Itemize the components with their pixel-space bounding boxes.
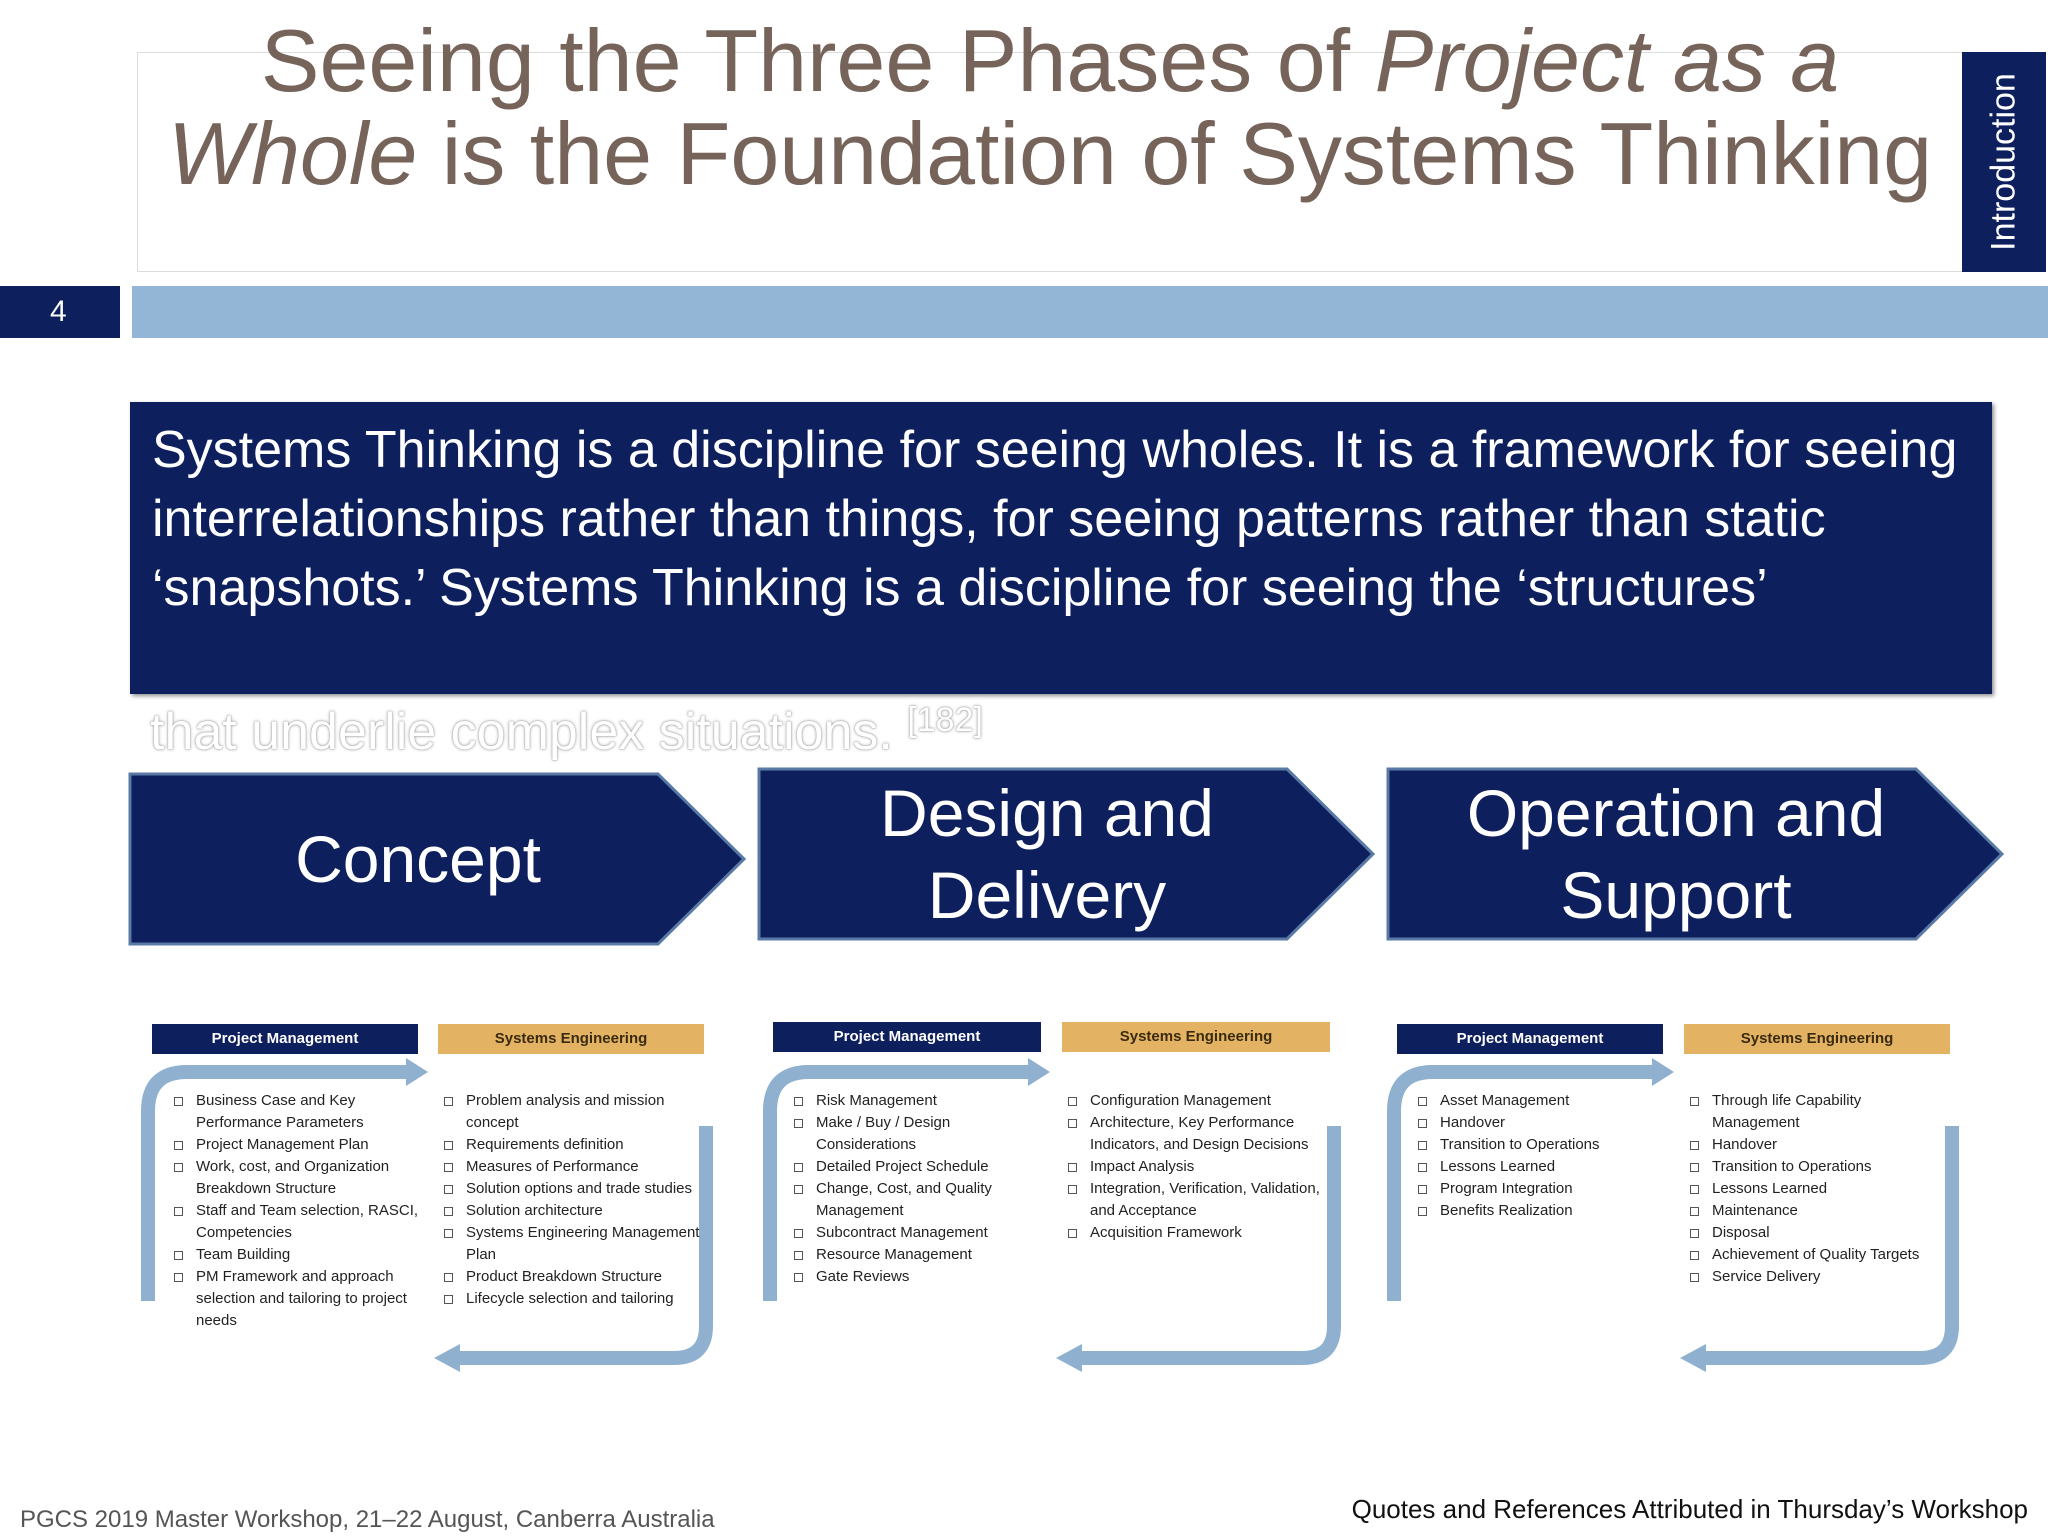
ops-flow-arrows: [1384, 1056, 1974, 1376]
list-item: Subcontract Management: [792, 1222, 1050, 1244]
list-item: Lessons Learned: [1416, 1156, 1674, 1178]
list-item: Business Case and Key Performance Parame…: [172, 1090, 422, 1134]
list-item: Requirements definition: [442, 1134, 704, 1156]
list-item: Lifecycle selection and tailoring: [442, 1288, 704, 1310]
list-item: Configuration Management: [1066, 1090, 1328, 1112]
title-text-2: is the Foundation of Systems Thinking: [417, 104, 1933, 203]
concept-flow-arrows: [138, 1056, 718, 1376]
footer-attribution: Quotes and References Attributed in Thur…: [1351, 1494, 2028, 1524]
page-number: 4: [0, 286, 120, 338]
slide-title: Seeing the Three Phases of Project as a W…: [160, 14, 1940, 200]
list-item: Measures of Performance: [442, 1156, 704, 1178]
flow-arrow-icon: [1387, 1058, 1959, 1372]
title-italic-2: Whole: [167, 104, 418, 203]
list-item: Systems Engineering Management Plan: [442, 1222, 704, 1266]
list-item: Make / Buy / Design Considerations: [792, 1112, 1050, 1156]
quote-reference: [182]: [907, 701, 983, 739]
title-frame: [137, 52, 1963, 272]
phase-label-concept: Concept: [295, 822, 541, 896]
list-item: Asset Management: [1416, 1090, 1674, 1112]
list-item: Architecture, Key Performance Indicators…: [1066, 1112, 1328, 1156]
chevron-shape: [757, 767, 1376, 941]
list-item: Risk Management: [792, 1090, 1050, 1112]
list-item: Transition to Operations: [1688, 1156, 1950, 1178]
ops-pm-header: Project Management: [1397, 1024, 1663, 1054]
list-item: Solution architecture: [442, 1200, 704, 1222]
list-item: Achievement of Quality Targets: [1688, 1244, 1950, 1266]
list-item: Handover: [1416, 1112, 1674, 1134]
list-item: Gate Reviews: [792, 1266, 1050, 1288]
phase-label-design: Design and Delivery: [880, 776, 1214, 932]
list-item: Disposal: [1688, 1222, 1950, 1244]
list-item: Project Management Plan: [172, 1134, 422, 1156]
title-italic-1: Project as a: [1374, 11, 1840, 110]
design-pm-header: Project Management: [773, 1022, 1041, 1052]
phase-operation-support: Operation and Support: [1386, 767, 2006, 941]
list-item: PM Framework and approach selection and …: [172, 1266, 422, 1332]
concept-pm-list: Business Case and Key Performance Parame…: [172, 1090, 422, 1332]
design-se-header: Systems Engineering: [1062, 1022, 1330, 1052]
section-tab-introduction[interactable]: Introduction: [1962, 52, 2046, 272]
list-item: Transition to Operations: [1416, 1134, 1674, 1156]
phase-label-operation: Operation and Support: [1466, 776, 1886, 932]
quote-overflow-line: that underlie complex situations.: [150, 703, 908, 761]
quote-box: Systems Thinking is a discipline for see…: [130, 402, 1992, 694]
list-item: Through life Capability Management: [1688, 1090, 1950, 1134]
list-item: Change, Cost, and Quality Management: [792, 1178, 1050, 1222]
list-item: Resource Management: [792, 1244, 1050, 1266]
phase-concept: Concept: [128, 772, 748, 946]
section-tab-label: Introduction: [1984, 73, 2023, 251]
list-item: Detailed Project Schedule: [792, 1156, 1050, 1178]
chevron-shape: [128, 772, 747, 946]
list-item: Handover: [1688, 1134, 1950, 1156]
list-item: Acquisition Framework: [1066, 1222, 1328, 1244]
list-item: Problem analysis and mission concept: [442, 1090, 704, 1134]
list-item: Team Building: [172, 1244, 422, 1266]
list-item: Impact Analysis: [1066, 1156, 1328, 1178]
list-item: Benefits Realization: [1416, 1200, 1674, 1222]
list-item: Service Delivery: [1688, 1266, 1950, 1288]
footer-event: PGCS 2019 Master Workshop, 21–22 August,…: [20, 1506, 715, 1533]
flow-arrow-icon: [763, 1058, 1341, 1372]
quote-overflow-text: that underlie complex situations. [182]: [150, 690, 983, 762]
list-item: Program Integration: [1416, 1178, 1674, 1200]
list-item: Product Breakdown Structure: [442, 1266, 704, 1288]
phase-design-delivery: Design and Delivery: [757, 767, 1377, 941]
quote-text: Systems Thinking is a discipline for see…: [152, 421, 1958, 617]
list-item: Integration, Verification, Validation, a…: [1066, 1178, 1328, 1222]
list-item: Staff and Team selection, RASCI, Compete…: [172, 1200, 422, 1244]
list-item: Maintenance: [1688, 1200, 1950, 1222]
header-band: [132, 286, 2048, 338]
ops-se-header: Systems Engineering: [1684, 1024, 1950, 1054]
title-text-1: Seeing the Three Phases of: [260, 11, 1375, 110]
chevron-shape: [1386, 767, 2005, 941]
list-item: Solution options and trade studies: [442, 1178, 704, 1200]
list-item: Lessons Learned: [1688, 1178, 1950, 1200]
list-item: Work, cost, and Organization Breakdown S…: [172, 1156, 422, 1200]
concept-se-header: Systems Engineering: [438, 1024, 704, 1054]
flow-arrow-icon: [141, 1058, 713, 1372]
design-flow-arrows: [760, 1056, 1350, 1376]
concept-pm-header: Project Management: [152, 1024, 418, 1054]
